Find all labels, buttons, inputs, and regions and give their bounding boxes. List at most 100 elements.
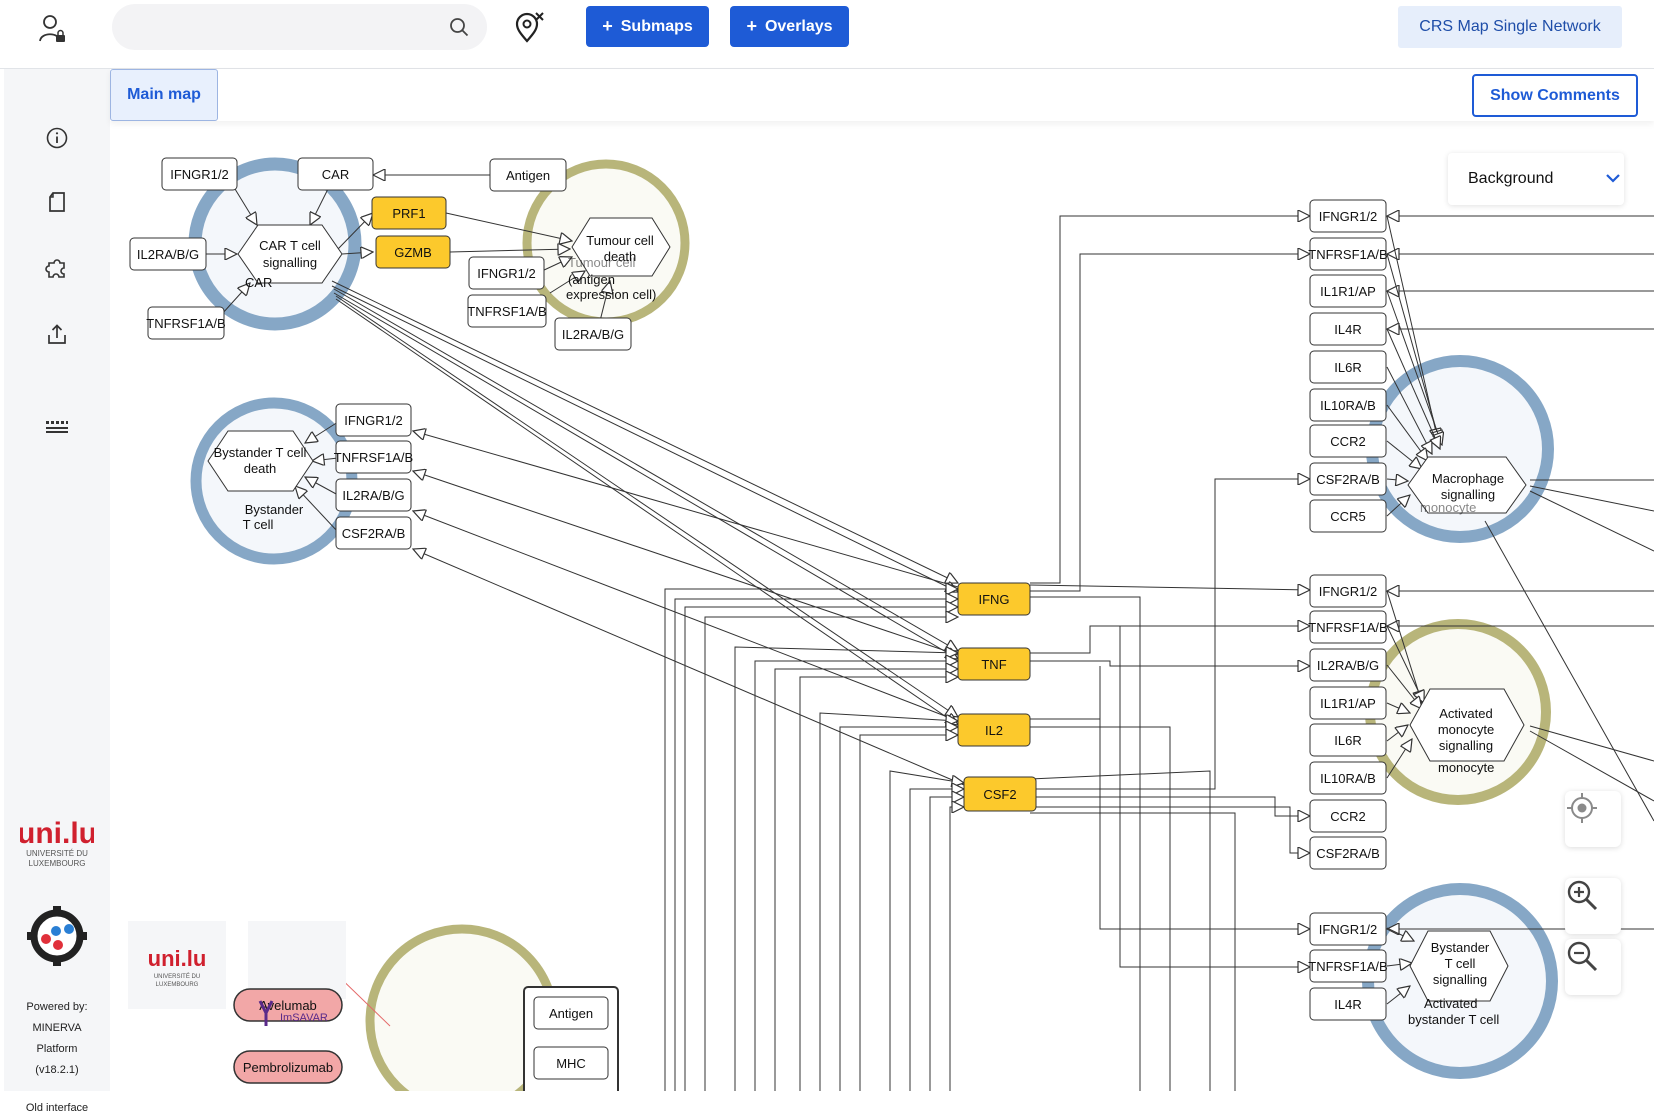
receptor-node[interactable]: TNFRSF1A/B	[1308, 237, 1388, 271]
search-icon[interactable]	[449, 17, 469, 37]
receptor-node[interactable]: Antigen	[489, 158, 567, 192]
svg-text:IFNG: IFNG	[978, 592, 1009, 607]
macrophage-signalling-node[interactable]: Macrophage signalling	[1407, 456, 1527, 514]
receptor-node[interactable]: IL2RA/B/G	[129, 237, 207, 271]
zoom-in-icon	[1567, 880, 1598, 911]
network-diagram[interactable]: CAR T cell signalling CAR Tumour cell de…	[110, 121, 1654, 1091]
project-name[interactable]: CRS Map Single Network	[1398, 6, 1622, 48]
activated-monocyte-signalling-node[interactable]: Activated monocyte signalling	[1409, 688, 1525, 762]
svg-text:IFNGR1/2: IFNGR1/2	[1319, 584, 1378, 599]
receptor-node[interactable]: TNFRSF1A/B	[1308, 949, 1388, 983]
zoom-out-button[interactable]	[1565, 939, 1621, 995]
apc-mhc-node[interactable]: MHC	[533, 1046, 609, 1080]
clear-pin-icon[interactable]	[512, 10, 546, 44]
activated-bystander-compartment-label: bystander T cell	[1408, 1012, 1499, 1027]
receptor-node[interactable]: IL1R1/AP	[1309, 274, 1387, 308]
plugins-icon[interactable]	[44, 255, 70, 281]
receptor-node[interactable]: TNFRSF1A/B	[1308, 610, 1388, 644]
cytokine-node[interactable]: CSF2	[963, 776, 1037, 812]
receptor-node[interactable]: IL10RA/B	[1309, 761, 1387, 795]
receptor-node[interactable]: CCR2	[1309, 424, 1387, 458]
bystander-compartment-label: T cell	[243, 517, 274, 532]
overlays-button[interactable]: + Overlays	[730, 6, 849, 47]
car-t-cell-signalling-node[interactable]: CAR T cell signalling	[237, 224, 343, 284]
minerva-logo[interactable]	[26, 905, 88, 967]
svg-text:TNFRSF1A/B: TNFRSF1A/B	[467, 304, 546, 319]
tumour-cell-death-node[interactable]: Tumour cell death	[571, 217, 671, 277]
receptor-node[interactable]: IL10RA/B	[1309, 388, 1387, 422]
info-icon[interactable]	[44, 125, 70, 151]
bystander-t-cell-signalling-node[interactable]: Bystander T cell signalling	[1409, 930, 1509, 1002]
cytokine-node[interactable]: TNF	[957, 647, 1031, 681]
uni-logo-line2: LUXEMBOURG	[29, 859, 86, 868]
tumour-compartment-label: Tumour cell	[568, 255, 636, 270]
svg-text:CCR2: CCR2	[1330, 809, 1365, 824]
cytokine-node[interactable]: IFNG	[957, 582, 1031, 616]
receptor-node[interactable]: IL4R	[1309, 987, 1387, 1021]
receptor-node[interactable]: IL6R	[1309, 723, 1387, 757]
tab-main-map[interactable]: Main map	[110, 69, 218, 121]
receptor-node[interactable]: IFNGR1/2	[468, 256, 545, 290]
search-input[interactable]	[130, 4, 434, 52]
effector-node[interactable]: PRF1	[371, 196, 447, 230]
user-login-icon[interactable]	[36, 12, 70, 46]
svg-text:TNFRSF1A/B: TNFRSF1A/B	[1308, 959, 1387, 974]
receptor-node[interactable]: IL2RA/B/G	[335, 478, 412, 512]
effector-node[interactable]: GZMB	[375, 235, 451, 269]
old-interface-link[interactable]: Old interface	[25, 1102, 89, 1114]
locate-button[interactable]	[1565, 791, 1621, 847]
sidebar: uni.lu UNIVERSITÉ DU LUXEMBOURG Powered …	[4, 69, 110, 1114]
show-comments-button[interactable]: Show Comments	[1472, 74, 1638, 117]
receptor-node[interactable]: IFNGR1/2	[335, 403, 412, 437]
svg-text:IL4R: IL4R	[1334, 997, 1361, 1012]
svg-text:CSF2RA/B: CSF2RA/B	[1316, 472, 1380, 487]
bystander-t-cell-signalling-label: Bystander	[1431, 940, 1490, 955]
top-bar: + Submaps + Overlays CRS Map Single Netw…	[0, 0, 1654, 69]
receptor-node[interactable]: IL1R1/AP	[1309, 686, 1387, 720]
zoom-in-button[interactable]	[1565, 878, 1621, 934]
activated-bystander-compartment-label: Activated	[1424, 996, 1477, 1011]
receptor-node[interactable]: IFNGR1/2	[1309, 912, 1387, 946]
powered-by-line: Powered by:	[26, 1001, 88, 1013]
powered-by-line: (v18.2.1)	[35, 1064, 79, 1076]
receptor-node[interactable]: IL2RA/B/G	[554, 317, 632, 351]
receptor-node[interactable]: IFNGR1/2	[1309, 199, 1387, 233]
cytokine-node[interactable]: IL2	[957, 713, 1031, 747]
svg-text:CCR5: CCR5	[1330, 509, 1365, 524]
activated-monocyte-signalling-label: signalling	[1439, 738, 1493, 753]
receptor-node[interactable]: TNFRSF1A/B	[146, 306, 226, 340]
receptor-node[interactable]: TNFRSF1A/B	[334, 440, 413, 474]
receptor-node[interactable]: CSF2RA/B	[335, 516, 412, 550]
drug-node-avelumab[interactable]: Avelumab	[233, 988, 343, 1022]
receptor-node[interactable]: IFNGR1/2	[1309, 574, 1387, 608]
export-icon[interactable]	[44, 321, 70, 347]
receptor-node[interactable]: CCR2	[1309, 799, 1387, 833]
map-canvas[interactable]: CAR T cell signalling CAR Tumour cell de…	[110, 121, 1654, 1091]
receptor-node[interactable]: IL6R	[1309, 350, 1387, 384]
svg-text:IFNGR1/2: IFNGR1/2	[170, 167, 229, 182]
svg-text:IL1R1/AP: IL1R1/AP	[1320, 696, 1376, 711]
receptor-node[interactable]: IL2RA/B/G	[1309, 648, 1387, 682]
receptor-node[interactable]: IL4R	[1309, 312, 1387, 346]
receptors: IFNGR1/2 CAR IL2RA/B/G TNFRSF1A/B Antige…	[129, 157, 1388, 1021]
drug-source-label: ImSAVAR	[280, 1012, 328, 1024]
macrophage-signalling-label: Macrophage	[1432, 471, 1504, 486]
apc-antigen-node[interactable]: Antigen	[533, 996, 609, 1030]
svg-text:CSF2RA/B: CSF2RA/B	[1316, 846, 1380, 861]
search-bar	[112, 4, 487, 52]
submaps-button[interactable]: + Submaps	[586, 6, 709, 47]
receptor-node[interactable]: CCR5	[1309, 499, 1387, 533]
receptor-node[interactable]: TNFRSF1A/B	[467, 294, 547, 328]
receptor-node[interactable]: IFNGR1/2	[161, 157, 238, 191]
map-uni-logo-line: LUXEMBOURG	[156, 982, 199, 988]
svg-text:IFNGR1/2: IFNGR1/2	[344, 413, 403, 428]
bottom-left-elements: uni.lu UNIVERSITÉ DU LUXEMBOURG Avelumab…	[128, 921, 619, 1091]
receptor-node[interactable]: CSF2RA/B	[1309, 836, 1387, 870]
background-select[interactable]: Background	[1448, 153, 1624, 205]
bystander-t-cell-death-node[interactable]: Bystander T cell death	[207, 430, 314, 492]
receptor-node[interactable]: CSF2RA/B	[1309, 462, 1387, 496]
drug-node-pembrolizumab[interactable]: Pembrolizumab	[233, 1050, 343, 1084]
legend-icon[interactable]	[44, 189, 70, 215]
keyboard-icon[interactable]	[44, 414, 70, 440]
receptor-node[interactable]: CAR	[297, 157, 374, 191]
